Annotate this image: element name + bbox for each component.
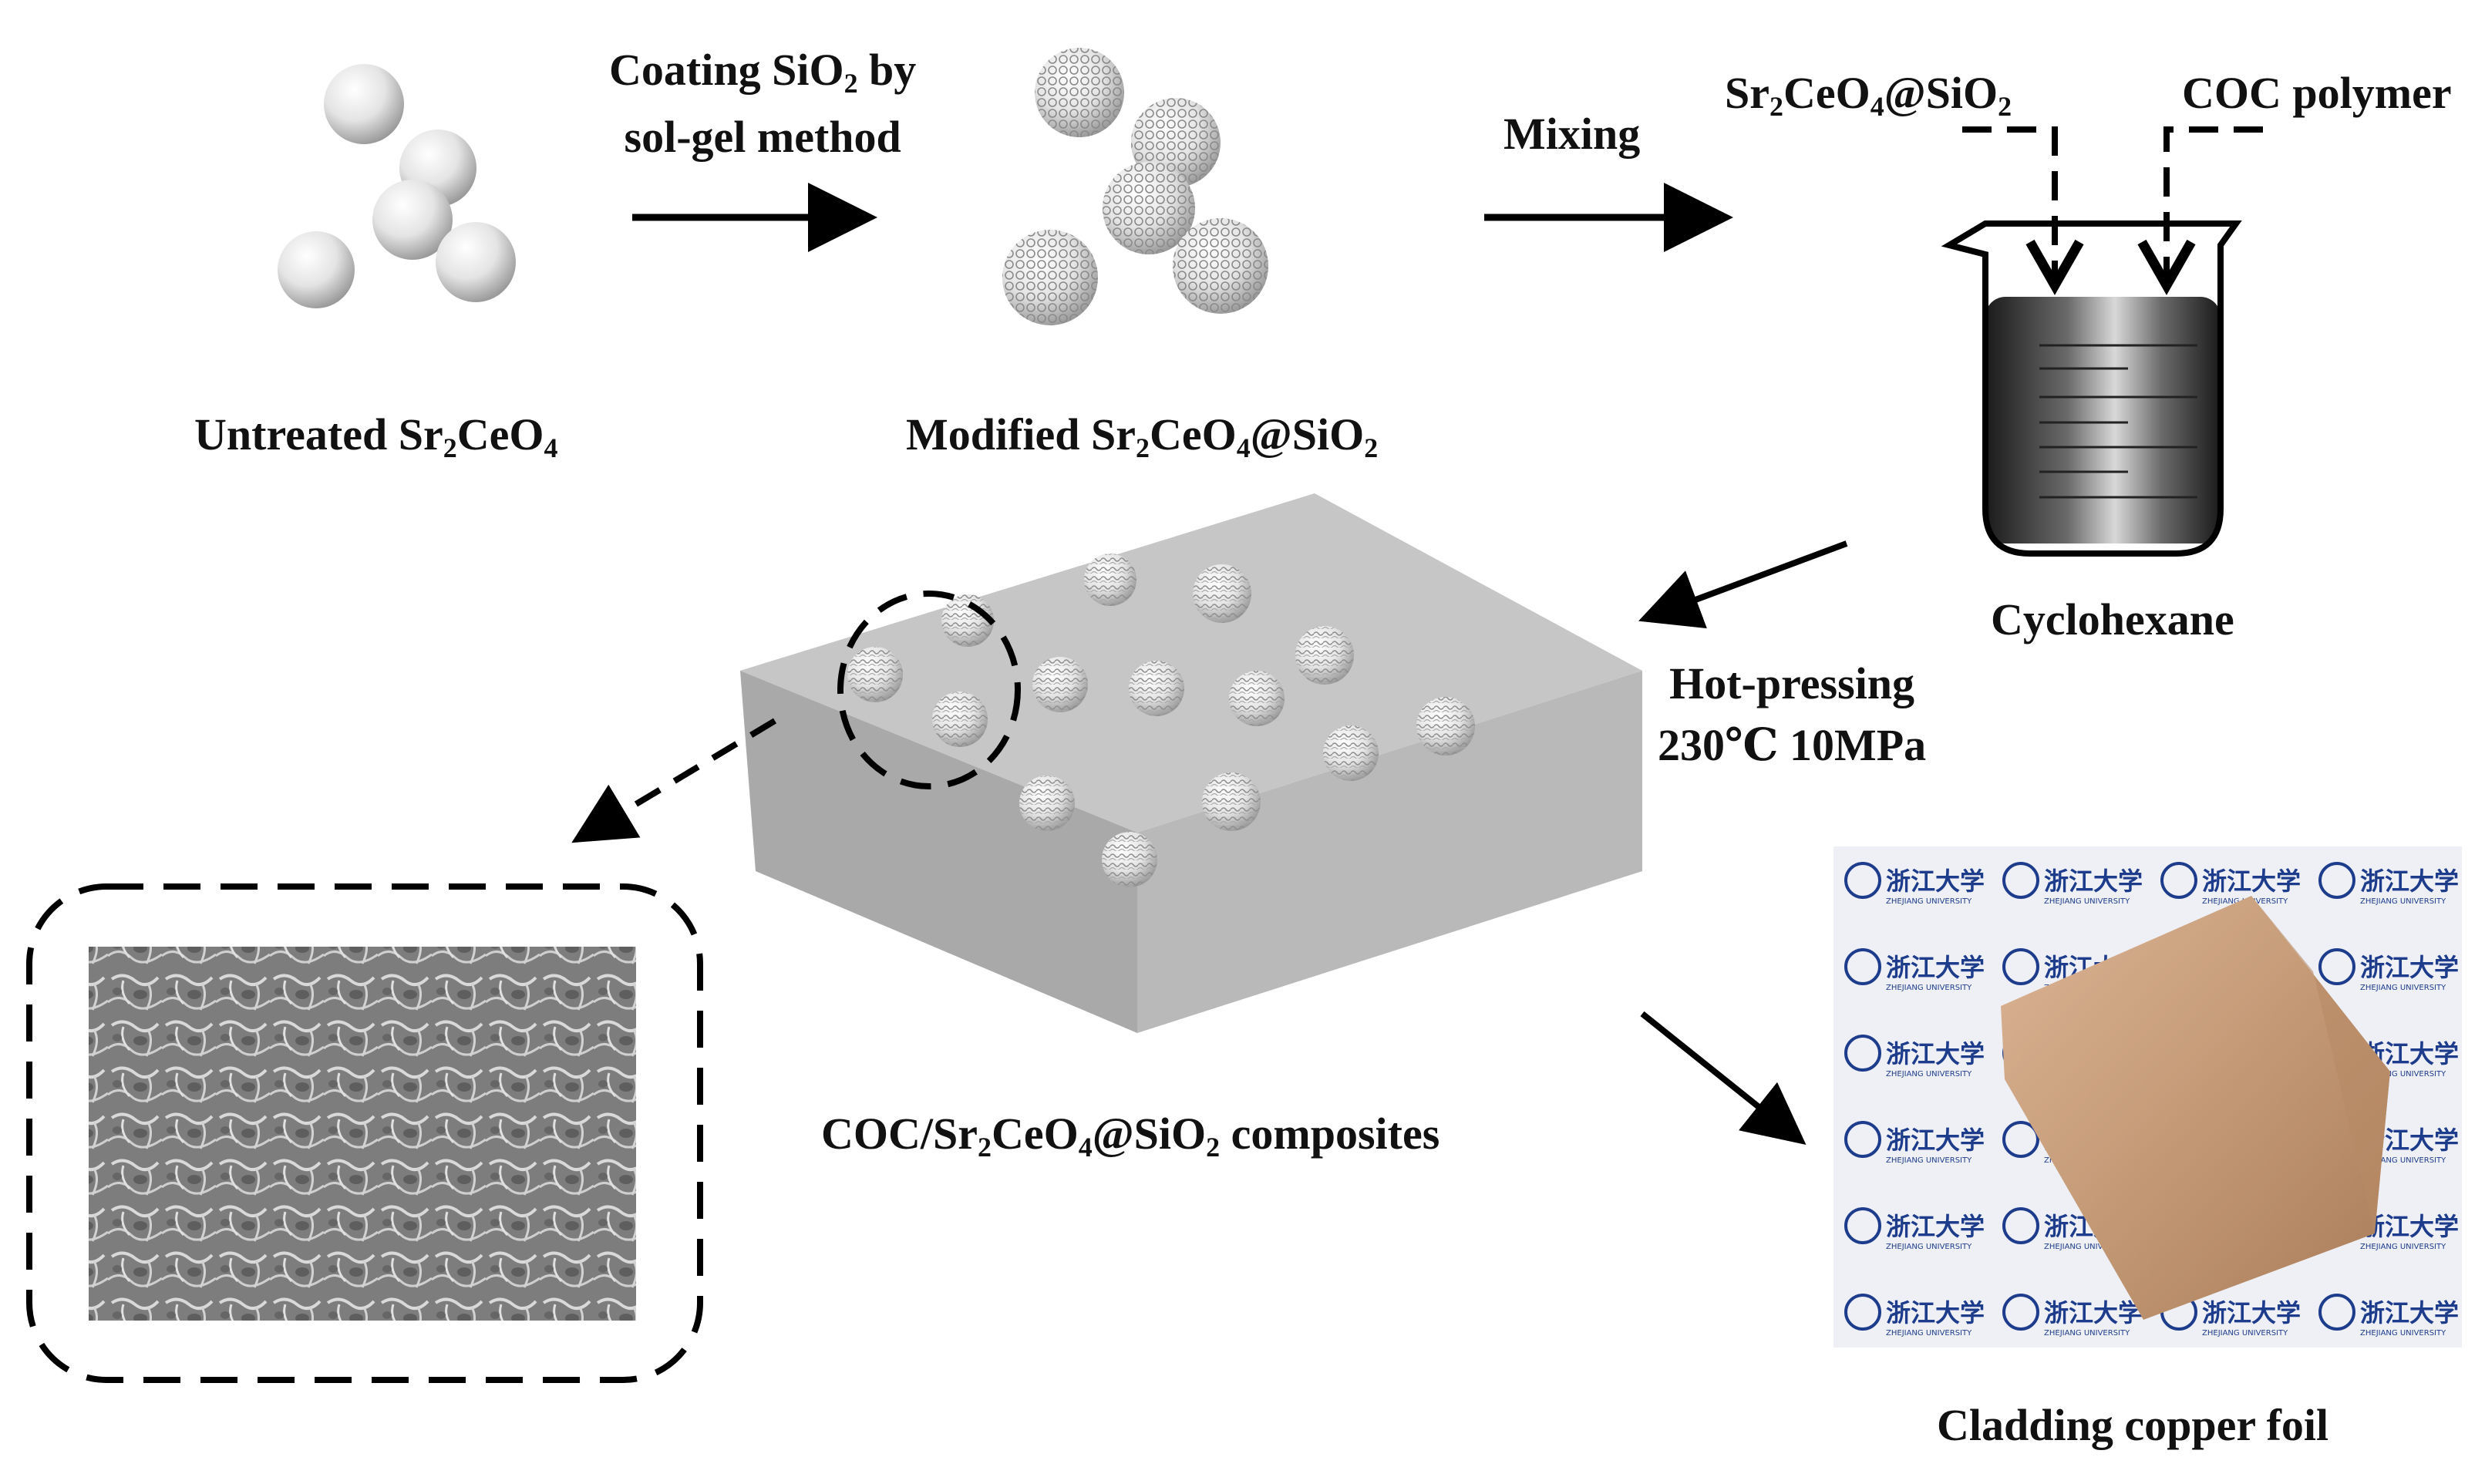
university-seal-icon [2002, 862, 2039, 899]
label-modified: Modified Sr2CeO4@SiO2 [906, 409, 1379, 464]
watermark-subtext: ZHEJIANG UNIVERSITY [2360, 1329, 2446, 1338]
watermark-subtext: ZHEJIANG UNIVERSITY [1886, 1243, 1972, 1251]
arrow-hot-pressing [1638, 540, 1848, 629]
label-coating-step: Coating SiO2 by sol-gel method [609, 45, 917, 163]
university-seal-icon [1844, 1294, 1881, 1331]
watermark-text: 浙江大学 [2360, 953, 2459, 982]
watermark-text: 浙江大学 [1886, 1298, 1985, 1328]
watermark-text: 浙江大学 [2202, 1298, 2301, 1328]
sem-image [89, 947, 636, 1321]
university-seal-icon [2318, 862, 2355, 899]
label-beaker-filler: Sr2CeO4@SiO2 [1725, 68, 2012, 123]
university-seal-icon [1844, 948, 1881, 985]
label-cladding: Cladding copper foil [1937, 1400, 2329, 1450]
watermark-subtext: ZHEJIANG UNIVERSITY [2360, 1243, 2446, 1251]
watermark-subtext: ZHEJIANG UNIVERSITY [1886, 984, 1972, 992]
label-untreated: Untreated Sr2CeO4 [194, 409, 558, 464]
university-seal-icon [2318, 948, 2355, 985]
untreated-particles [278, 64, 516, 308]
watermark-text: 浙江大学 [2202, 867, 2301, 896]
watermark-text: 浙江大学 [1886, 1039, 1985, 1068]
university-seal-icon [1844, 862, 1881, 899]
sem-inset [26, 883, 703, 1383]
watermark-subtext: ZHEJIANG UNIVERSITY [2044, 897, 2130, 906]
watermark-subtext: ZHEJIANG UNIVERSITY [1886, 1070, 1972, 1079]
label-cyclohexane: Cyclohexane [1991, 594, 2234, 644]
university-seal-icon [2160, 862, 2197, 899]
label-mixing: Mixing [1503, 109, 1641, 159]
university-seal-icon [2002, 1207, 2039, 1244]
university-seal-icon [1844, 1121, 1881, 1158]
modified-particles [1002, 48, 1268, 325]
watermark-text: 浙江大学 [1886, 1212, 1985, 1241]
watermark-subtext: ZHEJIANG UNIVERSITY [2360, 897, 2446, 906]
university-seal-icon [1844, 1207, 1881, 1244]
copper-foil [2001, 896, 2390, 1320]
university-seal-icon [2318, 1294, 2355, 1331]
watermark-text: 浙江大学 [1886, 1126, 1985, 1155]
watermark-text: 浙江大学 [1886, 953, 1985, 982]
university-seal-icon [2002, 1294, 2039, 1331]
watermark-text: 浙江大学 [2044, 1298, 2143, 1328]
university-seal-icon [2002, 1121, 2039, 1158]
watermark-subtext: ZHEJIANG UNIVERSITY [2044, 1329, 2130, 1338]
label-beaker-polymer: COC polymer [2182, 68, 2452, 118]
university-seal-icon [2002, 948, 2039, 985]
watermark-subtext: ZHEJIANG UNIVERSITY [2360, 1070, 2446, 1079]
arrow-to-cladding [1640, 1011, 1807, 1145]
watermark-subtext: ZHEJIANG UNIVERSITY [1886, 897, 1972, 906]
watermark-subtext: ZHEJIANG UNIVERSITY [2360, 1156, 2446, 1165]
watermark-subtext: ZHEJIANG UNIVERSITY [2202, 1329, 2288, 1338]
arrow-to-sem [571, 718, 777, 843]
beaker [1941, 220, 2242, 557]
watermark-text: 浙江大学 [2360, 867, 2459, 896]
watermark-text: 浙江大学 [2360, 1298, 2459, 1328]
arrow-filler-input [1962, 126, 2084, 295]
label-composite: COC/Sr2CeO4@SiO2 composites [821, 1109, 1440, 1163]
watermark-text: 浙江大学 [2044, 867, 2143, 896]
watermark-subtext: ZHEJIANG UNIVERSITY [1886, 1156, 1972, 1165]
university-seal-icon [1844, 1035, 1881, 1072]
arrow-polymer-input [2137, 126, 2263, 295]
watermark-subtext: ZHEJIANG UNIVERSITY [2044, 1243, 2130, 1251]
watermark-subtext: ZHEJIANG UNIVERSITY [1886, 1329, 1972, 1338]
composite-plate [740, 493, 1642, 1033]
watermark-text: 浙江大学 [1886, 867, 1985, 896]
label-hot-pressing: Hot-pressing 230℃ 10MPa [1658, 658, 1927, 770]
watermark-text: 浙江大学 [2360, 1212, 2459, 1241]
watermark-subtext: ZHEJIANG UNIVERSITY [2360, 984, 2446, 992]
